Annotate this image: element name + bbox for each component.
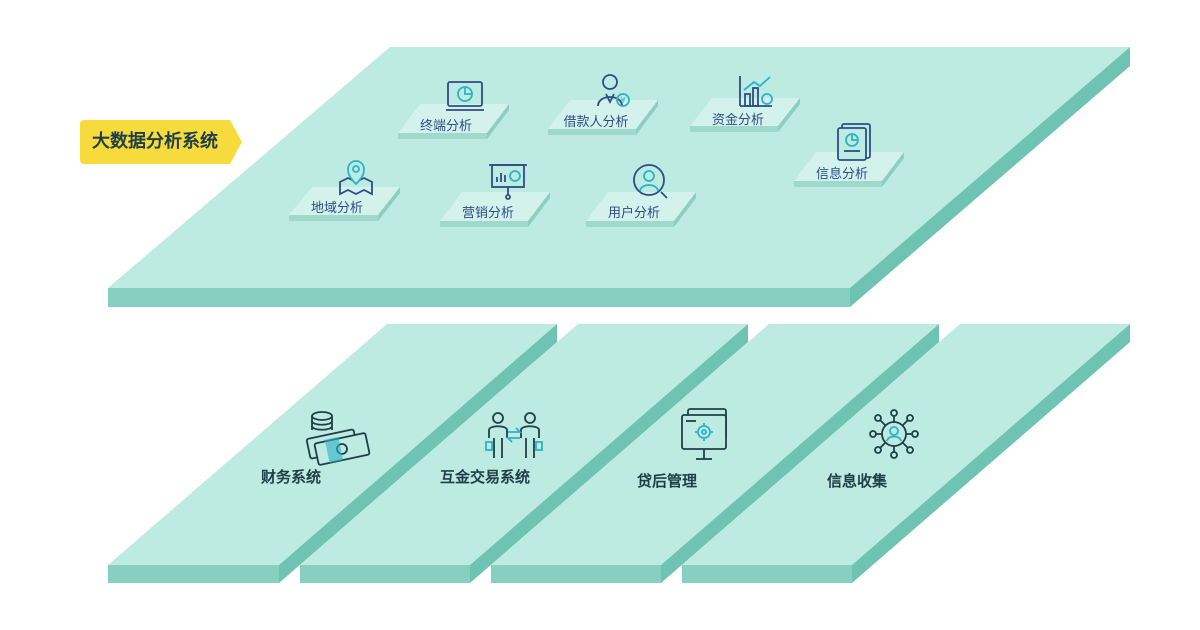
- analysis-platform: [108, 47, 1130, 307]
- presentation-icon: [489, 164, 527, 200]
- money-coins-icon: [305, 411, 371, 466]
- settings-monitor-icon: [681, 408, 727, 460]
- exchange-people-icon: [485, 412, 543, 458]
- analysis-label-user: 用户分析: [607, 206, 661, 221]
- analysis-label-borrower: 借款人分析: [563, 115, 629, 130]
- module-label-postloan: 贷后管理: [636, 472, 698, 490]
- analysis-label-region: 地域分析: [310, 201, 364, 216]
- chip-info: [794, 152, 904, 187]
- module-label-finance: 财务系统: [260, 468, 322, 486]
- module-label-trade: 互金交易系统: [439, 468, 531, 486]
- module-label-collect: 信息收集: [826, 472, 888, 490]
- chip-funds: [690, 98, 800, 132]
- module-strip-collect: [682, 324, 1130, 583]
- user-circle-icon: [633, 164, 668, 199]
- monitor-chart-icon: [446, 81, 484, 111]
- network-user-icon: [869, 409, 919, 459]
- title-tag: 大数据分析系统: [80, 120, 242, 164]
- analysis-label-funds: 资金分析: [711, 113, 765, 128]
- chip-user: [586, 192, 696, 227]
- borrower-icon: ¥: [597, 74, 630, 107]
- chip-borrower: [548, 100, 658, 135]
- chip-marketing: [440, 192, 550, 227]
- analysis-label-marketing: 营销分析: [461, 206, 515, 221]
- report-icon: [837, 123, 871, 161]
- title-tag-text: 大数据分析系统: [92, 131, 218, 152]
- analysis-label-terminal: 终端分析: [419, 119, 473, 134]
- analysis-label-info: 信息分析: [815, 167, 869, 182]
- module-strip-trade: [300, 324, 748, 583]
- svg-text:¥: ¥: [621, 96, 626, 105]
- growth-chart-icon: [739, 76, 773, 107]
- chip-terminal: [398, 104, 509, 139]
- map-pin-icon: [339, 160, 373, 196]
